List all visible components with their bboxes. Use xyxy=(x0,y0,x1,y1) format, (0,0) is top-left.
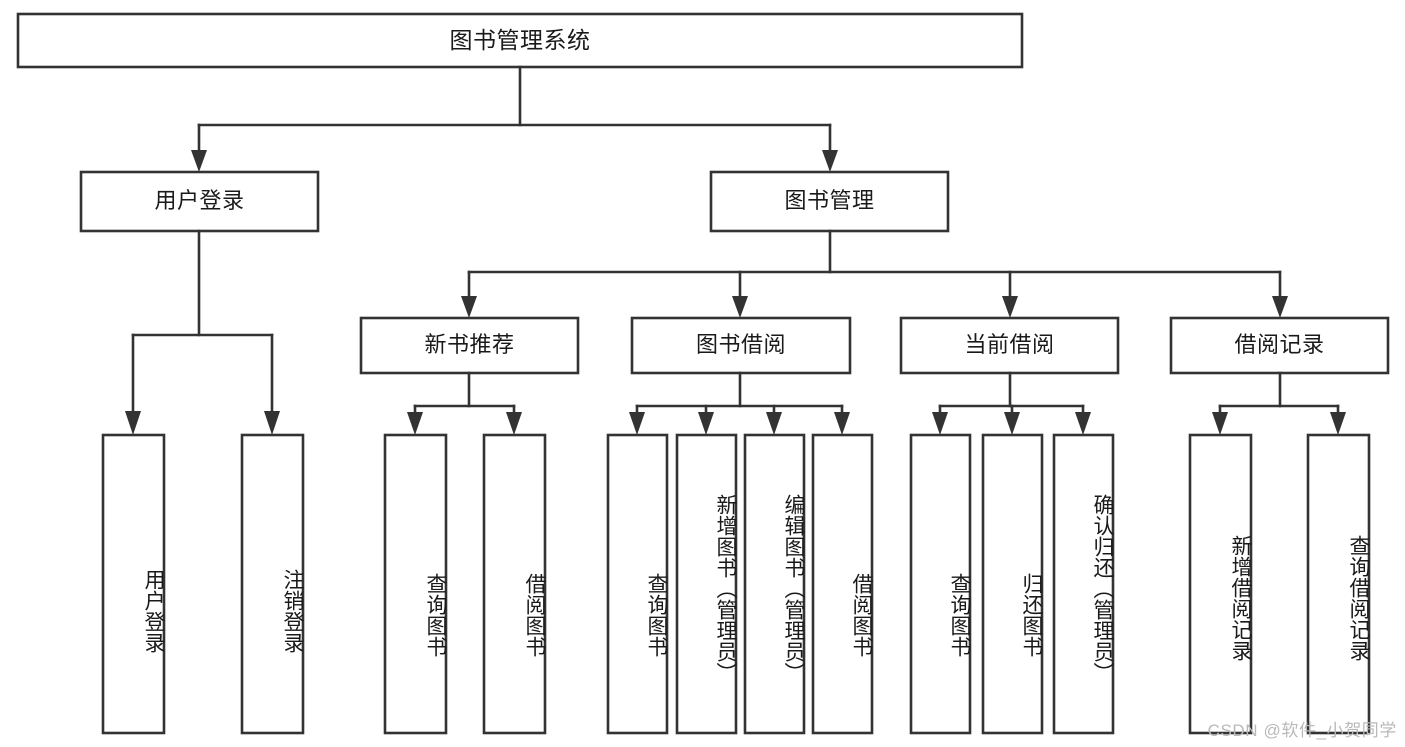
node-box-current-borrow[interactable] xyxy=(899,316,1120,375)
arrow-head-new-book-recommend xyxy=(461,296,477,318)
arrow-head-book-management xyxy=(822,150,838,172)
leaf-box-user-login-1[interactable] xyxy=(240,433,305,735)
leaf-box-new-book-1[interactable] xyxy=(482,433,547,735)
leaf-box-current-borrow-0[interactable] xyxy=(909,433,972,735)
arrow-head-leaf-nb-0 xyxy=(407,412,423,435)
arrow-head-leaf-cb-0 xyxy=(932,412,948,435)
leaf-box-book-borrow-2[interactable] xyxy=(743,433,806,735)
arrow-head-leaf-cb-2 xyxy=(1075,412,1091,435)
node-box-book-borrow[interactable] xyxy=(630,316,852,375)
leaf-box-book-borrow-1[interactable] xyxy=(675,433,738,735)
csdn-watermark: CSDN @软件_小贺同学 xyxy=(1207,721,1397,740)
arrow-head-current-borrow xyxy=(1002,296,1018,318)
node-box-new-book-recommend[interactable] xyxy=(359,316,580,375)
node-box-user-login[interactable] xyxy=(79,170,320,233)
leaf-box-current-borrow-2[interactable] xyxy=(1052,433,1115,735)
arrow-head-leaf-br-0 xyxy=(1212,412,1228,435)
arrow-head-leaf-ul-1 xyxy=(264,411,280,435)
leaf-box-borrow-record-1[interactable] xyxy=(1306,433,1371,735)
leaf-box-borrow-record-0[interactable] xyxy=(1188,433,1253,735)
arrow-head-user-login xyxy=(191,150,207,172)
arrow-head-leaf-ul-0 xyxy=(125,411,141,435)
arrow-head-leaf-cb-1 xyxy=(1004,412,1020,435)
node-box-root[interactable] xyxy=(16,12,1024,69)
arrow-head-leaf-bb-2 xyxy=(766,412,782,435)
node-box-borrow-record[interactable] xyxy=(1169,316,1390,375)
arrow-head-book-borrow xyxy=(732,296,748,318)
arrow-head-leaf-nb-1 xyxy=(506,412,522,435)
arrow-head-leaf-br-1 xyxy=(1330,412,1346,435)
leaf-box-current-borrow-1[interactable] xyxy=(981,433,1044,735)
leaf-box-new-book-0[interactable] xyxy=(383,433,448,735)
leaf-box-user-login-0[interactable] xyxy=(101,433,166,735)
arrow-head-leaf-bb-0 xyxy=(629,412,645,435)
arrow-head-leaf-bb-1 xyxy=(698,412,714,435)
leaf-box-book-borrow-3[interactable] xyxy=(811,433,874,735)
arrow-head-leaf-bb-3 xyxy=(834,412,850,435)
leaf-box-book-borrow-0[interactable] xyxy=(606,433,669,735)
arrow-head-borrow-record xyxy=(1272,296,1288,318)
node-box-book-management[interactable] xyxy=(709,170,950,233)
